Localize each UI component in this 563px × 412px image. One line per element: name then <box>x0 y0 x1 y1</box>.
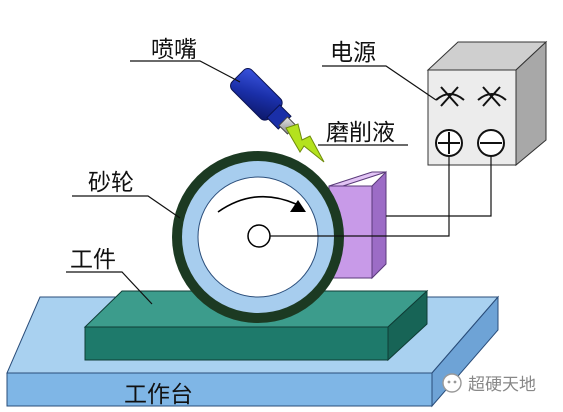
wire-negative <box>386 156 492 217</box>
power-meter-left <box>435 86 465 107</box>
workpiece-front-face <box>84 326 389 361</box>
leader-workpiece <box>66 271 153 305</box>
wiring <box>270 156 492 237</box>
watermark-eye-right <box>453 380 457 384</box>
workpiece-side-face <box>387 289 428 362</box>
labels: 喷嘴 电源 磨削液 砂轮 工件 工作台 <box>70 37 395 408</box>
label-workpiece: 工件 <box>70 247 116 273</box>
power-supply <box>426 40 548 167</box>
table-front-face <box>6 372 433 407</box>
workpiece <box>83 289 429 362</box>
label-table: 工作台 <box>124 382 193 408</box>
label-nozzle: 喷嘴 <box>151 37 197 63</box>
nozzle <box>230 68 325 163</box>
watermark-chat-icon <box>442 373 462 393</box>
leader-power <box>322 65 437 101</box>
wire-positive <box>270 156 450 237</box>
watermark-text: 超硬天地 <box>468 375 536 395</box>
watermark: 超硬天地 <box>442 373 536 395</box>
rotation-arrowhead-icon <box>290 200 306 212</box>
label-fluid: 磨削液 <box>326 120 395 146</box>
wheel-axle <box>247 224 271 248</box>
label-power: 电源 <box>330 40 376 66</box>
grinding-wheel <box>172 151 344 323</box>
power-meter-right <box>477 86 507 107</box>
rotation-arrow <box>217 195 297 213</box>
leader-nozzle <box>130 60 241 83</box>
leader-wheel <box>72 195 181 219</box>
electrode-side-face <box>371 170 387 280</box>
watermark-eye-left <box>447 380 451 384</box>
leader-lines <box>66 60 437 305</box>
fluid-spark-icon <box>285 123 325 163</box>
label-wheel: 砂轮 <box>88 170 134 196</box>
